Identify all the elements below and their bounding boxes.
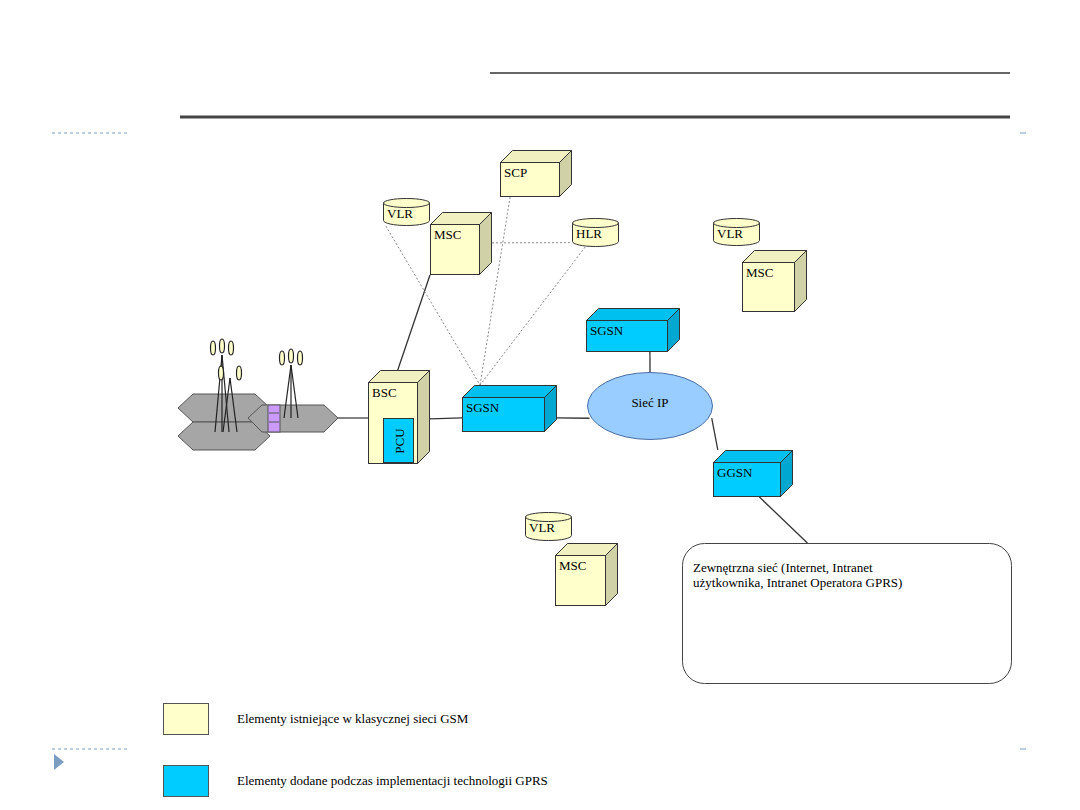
bts-unit bbox=[268, 405, 280, 432]
msc-box: MSC bbox=[742, 250, 807, 312]
antenna-towers bbox=[211, 339, 303, 432]
node-label: VLR bbox=[529, 520, 555, 535]
signalling-link bbox=[492, 242, 572, 243]
node-label: SGSN bbox=[466, 400, 499, 415]
scp-box: SCP bbox=[500, 150, 572, 197]
node-label: Sieć IP bbox=[631, 395, 668, 410]
sgsn-box: SGSN bbox=[586, 308, 680, 352]
node-label: GGSN bbox=[717, 465, 752, 480]
node-outline bbox=[555, 543, 618, 606]
external-network-box: Zewnętrzna sieć (Internet, Intranet użyt… bbox=[682, 543, 1012, 684]
legend-swatch bbox=[163, 765, 209, 797]
network-link bbox=[398, 275, 430, 370]
slide-rule bbox=[52, 133, 128, 134]
bsc-box: BSC PCU bbox=[368, 370, 430, 464]
bts-link bbox=[338, 417, 368, 418]
node-label: VLR bbox=[717, 226, 743, 241]
node-label: HLR bbox=[576, 226, 602, 241]
node-label: VLR bbox=[387, 206, 413, 221]
header-rule bbox=[490, 72, 1010, 74]
node-label: MSC bbox=[746, 265, 773, 280]
network-link bbox=[430, 417, 462, 419]
legend-swatch bbox=[163, 703, 209, 735]
node-outline bbox=[430, 212, 492, 275]
network-link bbox=[557, 417, 590, 419]
network-link bbox=[712, 418, 718, 450]
slide-rule bbox=[1020, 133, 1026, 134]
pcu-unit: PCU bbox=[383, 418, 414, 463]
node-outline bbox=[742, 250, 807, 312]
node-label: SCP bbox=[504, 165, 527, 180]
signalling-link bbox=[480, 197, 510, 385]
hlr-database: HLR bbox=[572, 218, 619, 247]
node-label: BSC bbox=[372, 385, 397, 400]
node-label: MSC bbox=[559, 558, 586, 573]
cell-hexagons bbox=[178, 394, 338, 450]
network-link bbox=[759, 497, 807, 543]
vlr-database: VLR bbox=[383, 198, 430, 226]
msc-box: MSC bbox=[430, 212, 492, 275]
header-rule bbox=[180, 116, 1010, 119]
slide-rule bbox=[52, 749, 128, 750]
vlr-database: VLR bbox=[525, 512, 572, 541]
vlr-database: VLR bbox=[713, 218, 760, 246]
slide-rule bbox=[1020, 749, 1026, 750]
node-label: Zewnętrzna sieć (Internet, Intranet użyt… bbox=[693, 560, 933, 590]
msc-box: MSC bbox=[555, 543, 618, 606]
ggsn-box: GGSN bbox=[713, 450, 793, 497]
network-link bbox=[649, 352, 650, 372]
node-label: PCU bbox=[391, 428, 406, 453]
node-label: MSC bbox=[434, 227, 461, 242]
ip-network: Sieć IP bbox=[587, 372, 713, 440]
signalling-link bbox=[480, 247, 585, 385]
sgsn-box: SGSN bbox=[462, 385, 557, 432]
legend-text: Elementy dodane podczas implementacji te… bbox=[237, 773, 548, 789]
node-label: SGSN bbox=[590, 323, 623, 338]
legend-text: Elementy istniejące w klasycznej sieci G… bbox=[237, 711, 468, 727]
bullet-triangle bbox=[54, 754, 64, 770]
